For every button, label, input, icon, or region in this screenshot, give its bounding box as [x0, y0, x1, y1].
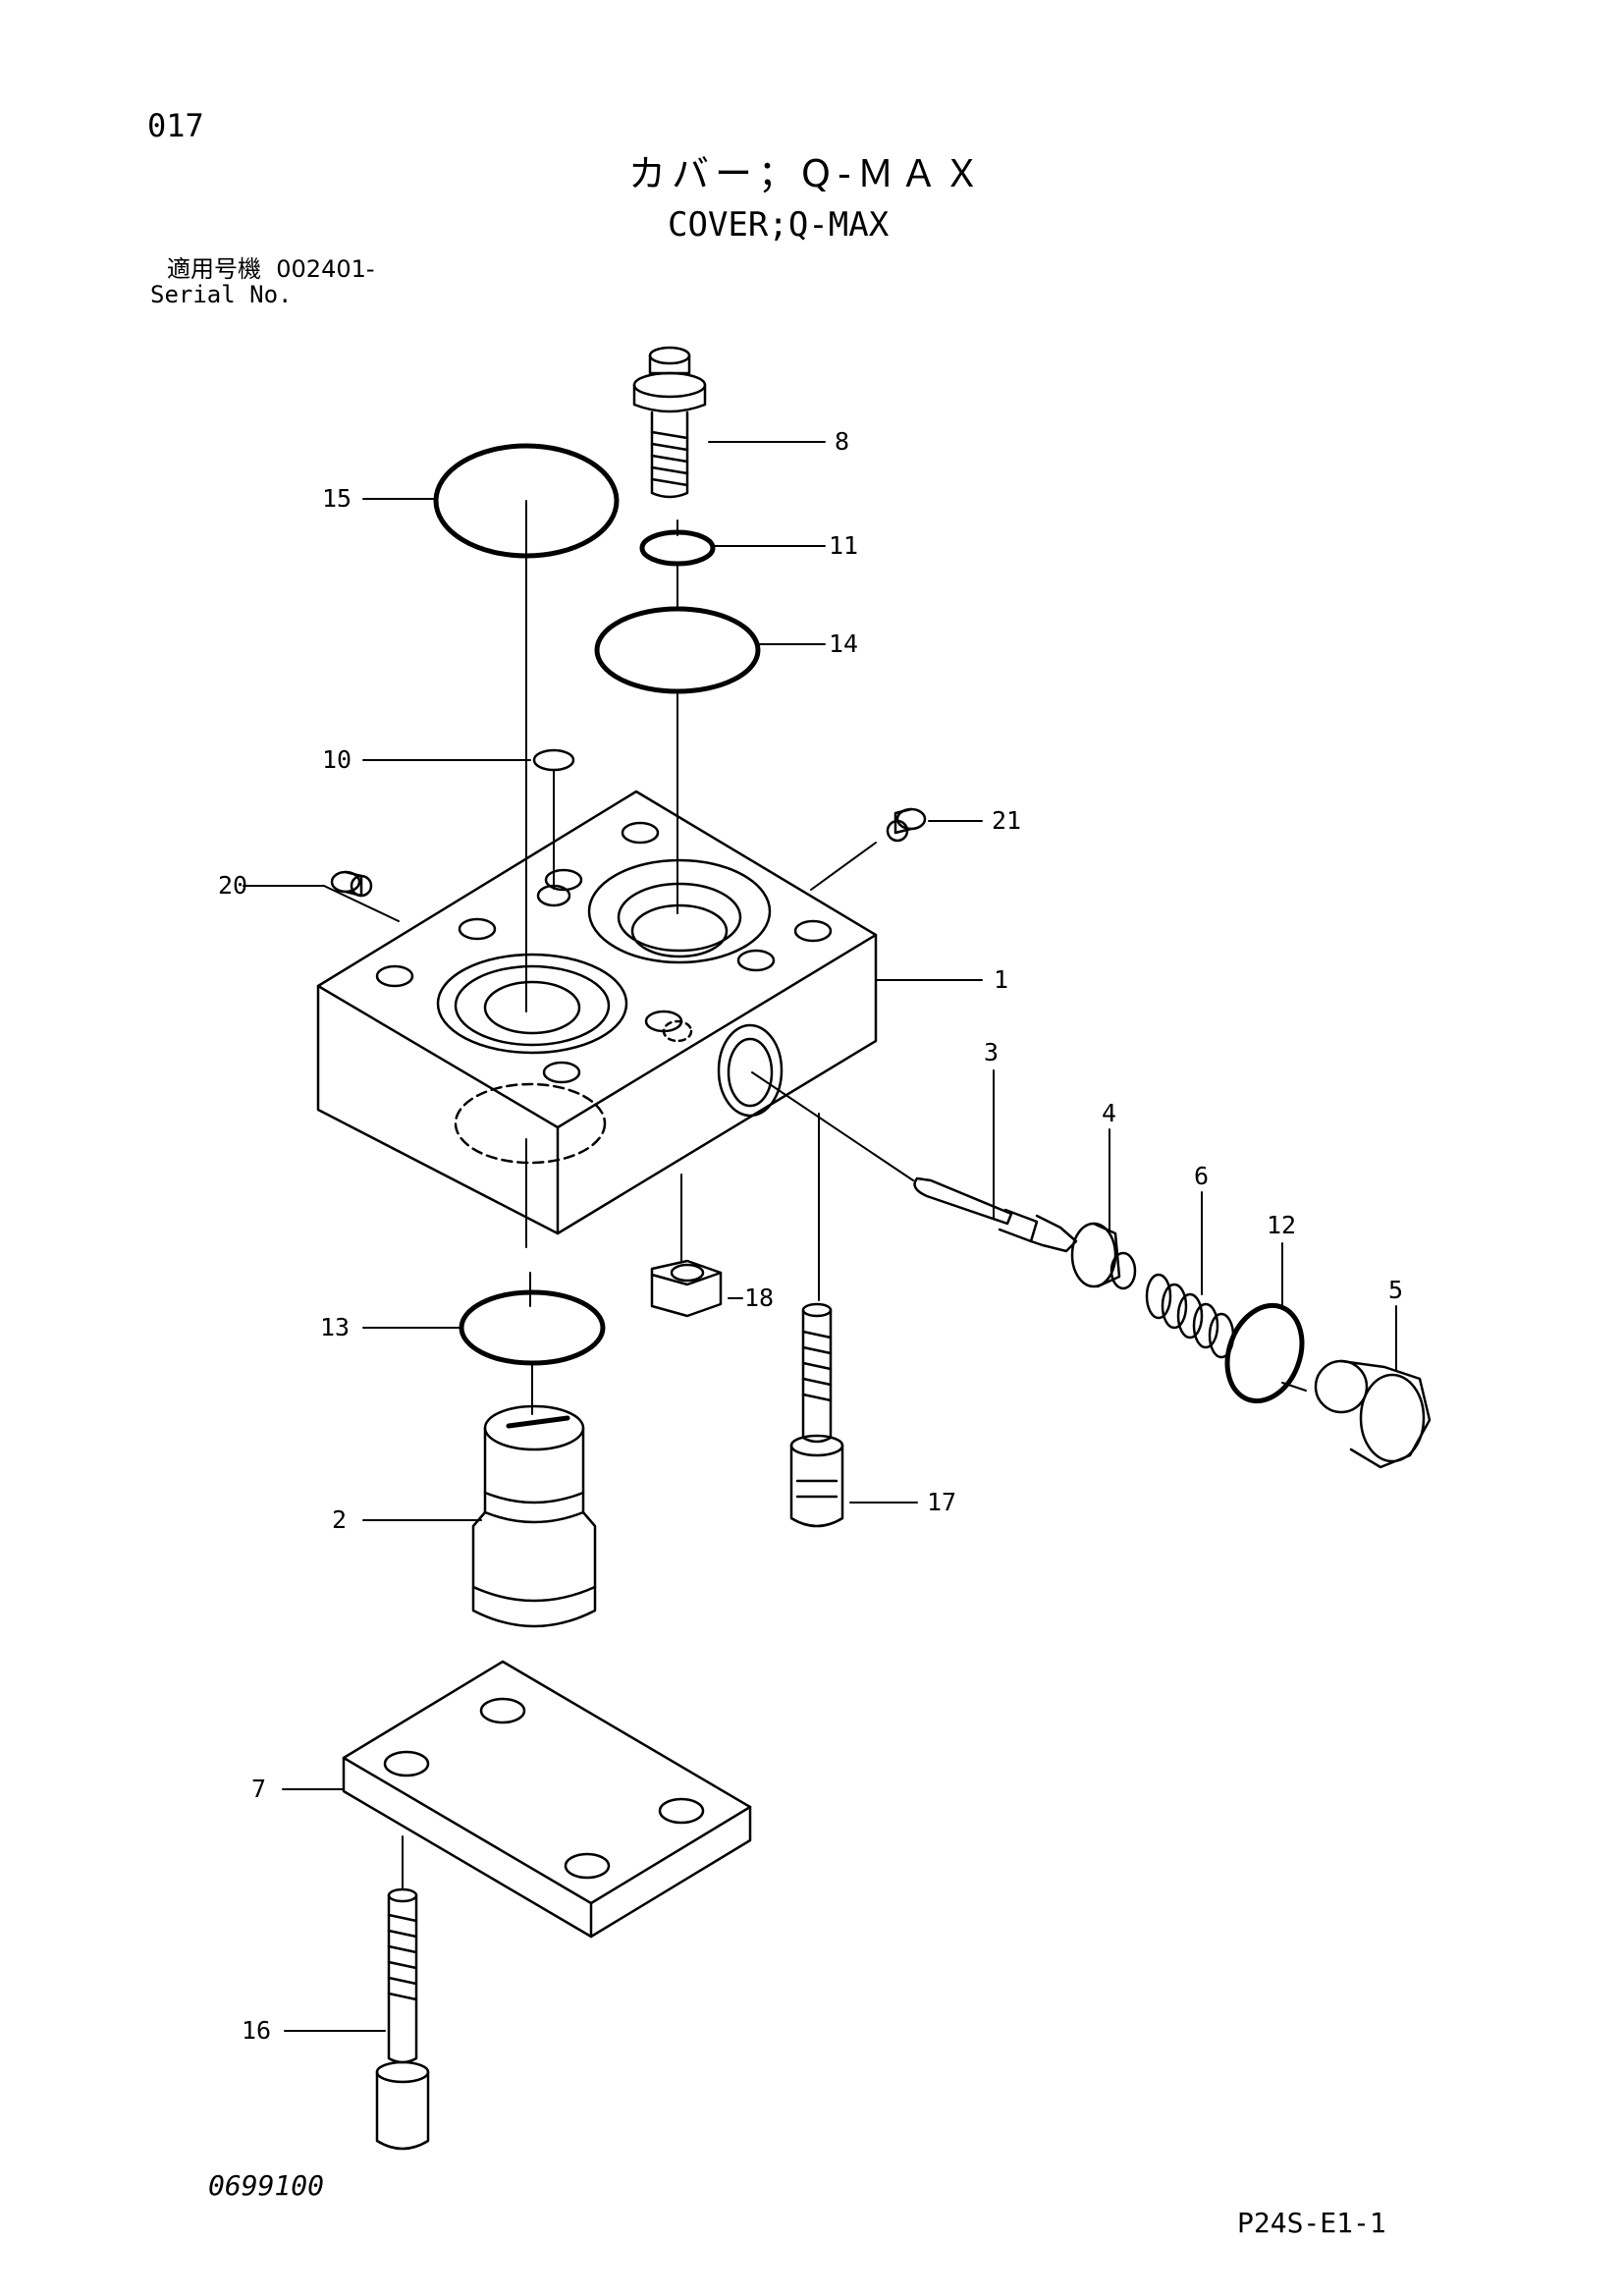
callout-17: 17	[927, 1488, 956, 1516]
callout-7: 7	[251, 1775, 266, 1803]
serial-value: 002401-	[276, 255, 375, 283]
part-5-plug	[1314, 1359, 1432, 1469]
serial-label-japanese: 適用号機 002401-	[167, 257, 375, 281]
callout-labels: 1 2 3 4 5 6 7 8 10 11 12 13 14 15 16 17 …	[218, 427, 1403, 2045]
part-11-small-o-ring	[639, 529, 716, 567]
drawing-number: 0699100	[208, 2169, 325, 2202]
callout-15: 15	[322, 484, 352, 513]
part-4-seat	[1070, 1222, 1137, 1290]
part-1-cover-block	[316, 790, 878, 1235]
serial-label-ja-text: 適用号機	[167, 255, 261, 283]
part-8-bolt	[632, 346, 707, 499]
page-number: 017	[147, 107, 204, 144]
callout-10: 10	[322, 745, 352, 774]
callout-4: 4	[1102, 1099, 1116, 1127]
part-20-plug	[330, 870, 373, 898]
part-18-nut	[650, 1259, 723, 1318]
callout-21: 21	[992, 806, 1021, 835]
callout-13: 13	[320, 1313, 350, 1341]
part-10-tiny-o-ring	[532, 748, 575, 772]
callout-8: 8	[835, 427, 849, 456]
part-7-plate	[342, 1660, 752, 1939]
callout-1: 1	[994, 965, 1008, 994]
callout-5: 5	[1388, 1276, 1403, 1304]
part-17-cap-screw	[789, 1302, 844, 1528]
part-21-plug	[886, 807, 927, 843]
callout-20: 20	[218, 871, 247, 900]
callout-6: 6	[1194, 1162, 1209, 1190]
part-3-pin	[913, 1176, 1078, 1253]
callout-18: 18	[744, 1284, 774, 1312]
title-japanese: カバー；Q-ＭＡＸ	[628, 152, 987, 195]
leader-lines	[243, 441, 1397, 2032]
title-english: COVER;Q-MAX	[668, 205, 890, 245]
part-13-o-ring	[459, 1289, 606, 1366]
callout-2: 2	[332, 1505, 347, 1534]
page-code: P24S-E1-1	[1237, 2207, 1386, 2239]
callout-3: 3	[984, 1038, 999, 1066]
serial-label-english: Serial No.	[150, 281, 293, 308]
part-2-spool	[471, 1404, 597, 1628]
callout-11: 11	[829, 531, 858, 560]
part-12-o-ring	[1224, 1302, 1305, 1404]
callout-16: 16	[242, 2016, 271, 2045]
part-16-cap-screw	[375, 1887, 430, 2151]
callout-14: 14	[829, 629, 858, 658]
callout-12: 12	[1267, 1211, 1296, 1239]
part-6-spring	[1145, 1273, 1235, 1359]
assembly-lines	[402, 500, 1307, 1888]
part-14-o-ring	[594, 606, 761, 694]
